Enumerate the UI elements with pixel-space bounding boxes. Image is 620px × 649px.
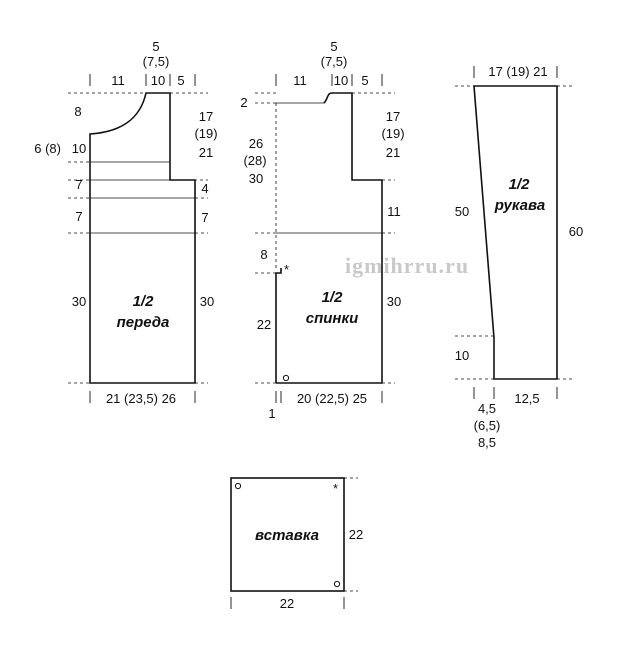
front-outline <box>89 92 196 384</box>
back-left-3: 22 <box>257 317 271 332</box>
sleeve-bottom-1c: 8,5 <box>478 435 496 450</box>
back-top-right: 5 <box>361 73 368 88</box>
sleeve-label-line2: рукава <box>494 197 545 214</box>
back-bottom-left: 1 <box>268 406 275 421</box>
front-piece: 5 (7,5) 11 10 5 8 6 (8) 10 7 7 30 17 (19… <box>34 39 217 406</box>
back-label-line1: 1/2 <box>322 289 344 306</box>
insert-piece: * вставка 22 22 <box>230 477 363 611</box>
sleeve-right: 60 <box>569 224 583 239</box>
front-left-3: 7 <box>75 177 82 192</box>
front-right-1c: 21 <box>199 145 213 160</box>
sleeve-bottom-2: 12,5 <box>514 391 539 406</box>
front-bottom: 21 (23,5) 26 <box>106 391 176 406</box>
back-bottom: 20 (22,5) 25 <box>297 391 367 406</box>
insert-circle-marker <box>333 580 341 588</box>
insert-label: вставка <box>255 527 319 544</box>
back-top-neck-sizes: (7,5) <box>321 54 348 69</box>
sleeve-outline <box>473 85 558 380</box>
front-left-5: 30 <box>72 294 86 309</box>
sleeve-top: 17 (19) 21 <box>488 64 547 79</box>
back-label-line2: спинки <box>306 310 359 327</box>
back-right-2: 11 <box>387 204 401 219</box>
front-left-2: 6 (8) <box>34 141 61 156</box>
back-left-0: 2 <box>240 95 247 110</box>
front-top-right: 5 <box>177 73 184 88</box>
back-right-1b: (19) <box>381 126 404 141</box>
watermark: igmihrru.ru <box>345 253 469 278</box>
back-right-3: 30 <box>387 294 401 309</box>
insert-bottom: 22 <box>280 596 294 611</box>
insert-circle-marker <box>234 482 242 490</box>
back-piece: * 5 (7,5) 11 10 5 2 26 (28) 30 8 22 17 (… <box>240 39 404 421</box>
front-top-mid: 10 <box>151 73 165 88</box>
front-top-left: 11 <box>111 73 125 88</box>
sleeve-label-line1: 1/2 <box>509 176 531 193</box>
front-right-1: 17 <box>199 109 213 124</box>
front-right-3: 7 <box>201 210 208 225</box>
back-top-left: 11 <box>293 73 307 88</box>
insert-right: 22 <box>349 527 363 542</box>
sleeve-left-2: 10 <box>455 348 469 363</box>
back-top-mid: 10 <box>334 73 348 88</box>
back-outline <box>275 92 383 384</box>
sleeve-left-1: 50 <box>455 204 469 219</box>
back-right-1: 17 <box>386 109 400 124</box>
front-right-1b: (19) <box>194 126 217 141</box>
front-top-neck-sizes: (7,5) <box>143 54 170 69</box>
back-circle-marker <box>282 374 290 382</box>
back-left-1b: (28) <box>243 153 266 168</box>
front-left-2b: 10 <box>72 141 86 156</box>
front-top-neck: 5 <box>152 39 159 54</box>
back-left-1c: 30 <box>249 171 263 186</box>
sleeve-bottom-1: 4,5 <box>478 401 496 416</box>
back-left-1: 26 <box>249 136 263 151</box>
front-right-2: 4 <box>201 181 208 196</box>
insert-star: * <box>333 481 338 496</box>
insert-outline <box>230 477 345 592</box>
back-left-2: 8 <box>260 247 267 262</box>
back-right-1c: 21 <box>386 145 400 160</box>
front-right-4: 30 <box>200 294 214 309</box>
front-left-1: 8 <box>74 104 81 119</box>
back-star: * <box>284 262 289 277</box>
sleeve-bottom-1b: (6,5) <box>474 418 501 433</box>
back-top-neck: 5 <box>330 39 337 54</box>
front-label-line2: переда <box>117 314 170 331</box>
sleeve-piece: 17 (19) 21 50 10 60 4,5 (6,5) 8,5 12,5 1… <box>455 64 583 450</box>
front-left-4: 7 <box>75 209 82 224</box>
front-label-line1: 1/2 <box>133 293 155 310</box>
